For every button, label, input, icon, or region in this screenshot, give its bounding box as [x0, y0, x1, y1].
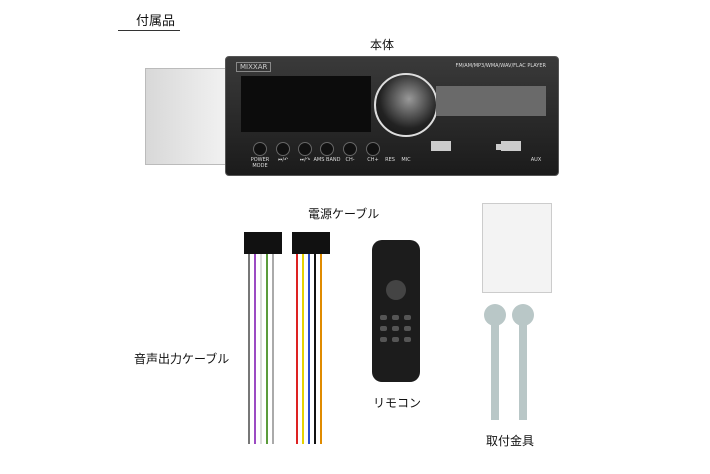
power-cable-label: 電源ケーブル	[308, 207, 380, 221]
screw-bag	[482, 203, 552, 293]
lcd-display	[436, 86, 546, 116]
volume-knob	[374, 73, 438, 137]
mounting-brackets	[484, 304, 534, 420]
button-label: CH+	[367, 157, 379, 163]
brand-logo: MIXXAR	[236, 62, 272, 72]
radio-faceplate: MIXXAR FM/AM/MP3/WMA/WAV/FLAC PLAYER POW…	[225, 56, 559, 176]
bracket-label: 取付金具	[486, 434, 535, 448]
button-label: AMS BAND	[313, 157, 341, 163]
dpad	[386, 280, 406, 300]
button-label: ⏭/↷	[299, 157, 311, 163]
usb-port	[431, 141, 451, 151]
radio-chassis	[145, 68, 229, 165]
ch-plus-button	[366, 142, 380, 156]
usb-port	[501, 141, 521, 151]
power-button	[253, 142, 267, 156]
reset-label: RES	[385, 157, 395, 163]
model-text: FM/AM/MP3/WMA/WAV/FLAC PLAYER	[455, 63, 546, 69]
title-underline	[118, 30, 180, 31]
audio-cable-label: 音声出力ケーブル	[134, 352, 230, 366]
section-title: 付属品	[136, 14, 176, 29]
remote-control	[372, 240, 420, 382]
button-label: ⏮/↶	[277, 157, 289, 163]
mic-label: MIC	[401, 157, 411, 163]
main-unit-label: 本体	[370, 38, 395, 52]
connector	[292, 232, 330, 254]
ch-minus-button	[343, 142, 357, 156]
prev-button	[276, 142, 290, 156]
button-label: POWER MODE	[250, 157, 270, 169]
next-button	[298, 142, 312, 156]
remote-label: リモコン	[373, 396, 422, 410]
connector	[244, 232, 282, 254]
aux-label: AUX	[530, 157, 542, 163]
button-label: CH-	[345, 157, 355, 163]
left-panel	[241, 76, 371, 132]
ams-button	[320, 142, 334, 156]
